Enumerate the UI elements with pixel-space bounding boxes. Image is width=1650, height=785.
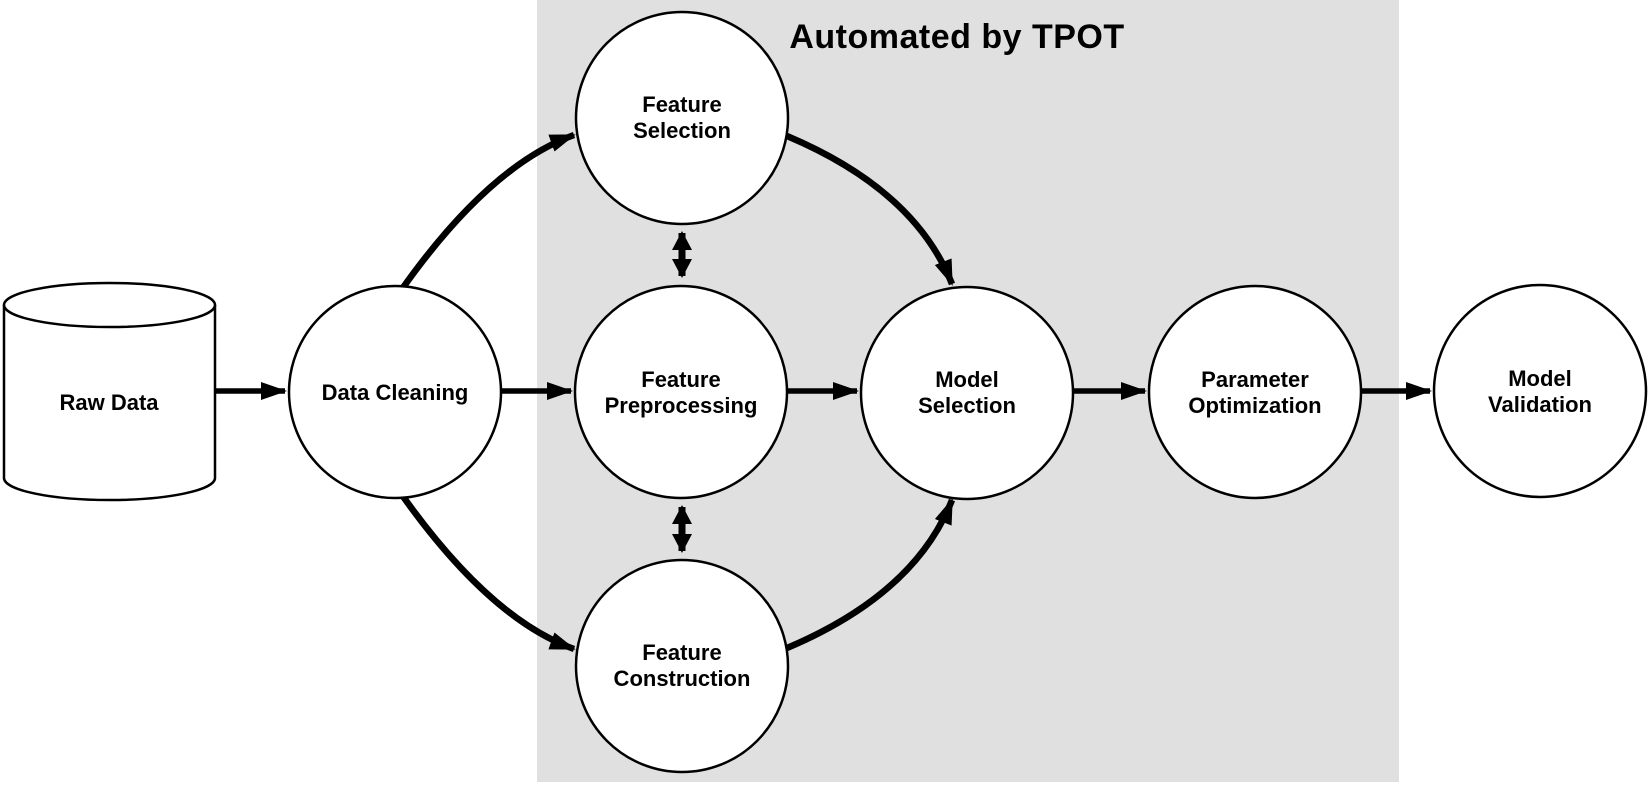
- cylinder-top-icon: [2, 281, 217, 329]
- node-raw-data: [2, 281, 217, 502]
- node-parameter-optimization: [1147, 284, 1363, 500]
- node-model-validation: [1432, 283, 1648, 499]
- edge-data-cleaning-to-feature-selection: [399, 131, 576, 291]
- node-feature-selection: [574, 10, 790, 226]
- node-feature-construction: [574, 558, 790, 774]
- node-data-cleaning: [287, 284, 503, 500]
- node-feature-preprocessing: [573, 284, 789, 500]
- edge-feature-selection-to-model-selection: [785, 133, 956, 286]
- edge-feature-construction-to-model-selection: [785, 498, 956, 651]
- node-model-selection: [859, 285, 1075, 501]
- edge-data-cleaning-to-feature-construction: [399, 493, 576, 653]
